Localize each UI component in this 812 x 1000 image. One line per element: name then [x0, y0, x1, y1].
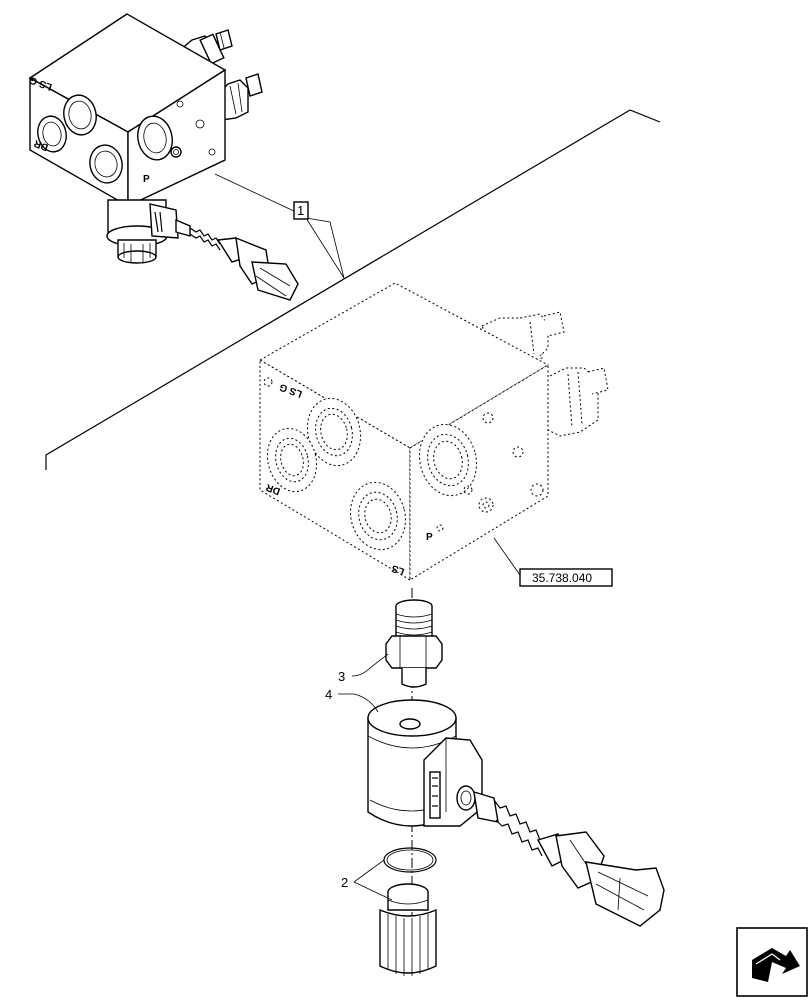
- inset-solenoid: [106, 199, 179, 264]
- part-4-solenoid-coil: [367, 699, 483, 827]
- inset-port-dr: [37, 115, 67, 153]
- section-divider: [45, 109, 661, 470]
- inset-valve-assembly: LS G DR P LS: [28, 13, 299, 301]
- main-label-dr: DR: [264, 481, 282, 497]
- callout-4-label: 4: [325, 687, 332, 702]
- main-port-ls-g: [306, 397, 362, 467]
- main-valve-block: LS G DR P LS: [259, 282, 609, 581]
- callout-4: 4: [325, 687, 379, 713]
- callout-2-label: 2: [341, 875, 348, 890]
- main-rear-cartridge-mid: [545, 367, 609, 437]
- main-block-side: [409, 364, 549, 581]
- main-port-front-lower: [350, 481, 406, 551]
- inset-port-ls-g: [63, 94, 97, 136]
- main-port-p: [418, 423, 478, 497]
- part-2-o-ring: [383, 847, 437, 873]
- callout-1-box: [293, 201, 309, 220]
- inset-port-front: [89, 144, 123, 184]
- inset-block-side: [127, 68, 226, 208]
- main-label-ls: LS: [390, 562, 406, 577]
- inset-cable-connector: [175, 218, 299, 301]
- main-port-dr: [266, 427, 318, 493]
- main-label-p: P: [426, 532, 433, 543]
- inset-label-p: P: [143, 174, 150, 185]
- part-2-plug: [379, 883, 437, 976]
- callout-1-label: 1: [297, 203, 304, 218]
- coil-cable-connector: [473, 791, 665, 927]
- inset-port-p: [137, 115, 173, 161]
- reference-box-label: 35.738.040: [532, 571, 592, 585]
- part-3-valve-cartridge: [385, 599, 443, 688]
- callout-2: 2: [341, 859, 393, 901]
- reference-box: [519, 568, 613, 587]
- callout-3: 3: [338, 653, 389, 684]
- bent-arrow-icon[interactable]: [736, 927, 808, 997]
- reference-callout: 35.738.040: [493, 537, 613, 587]
- inset-label-dr: DR: [32, 137, 50, 153]
- callout-1: 1: [214, 173, 345, 279]
- callout-3-label: 3: [338, 669, 345, 684]
